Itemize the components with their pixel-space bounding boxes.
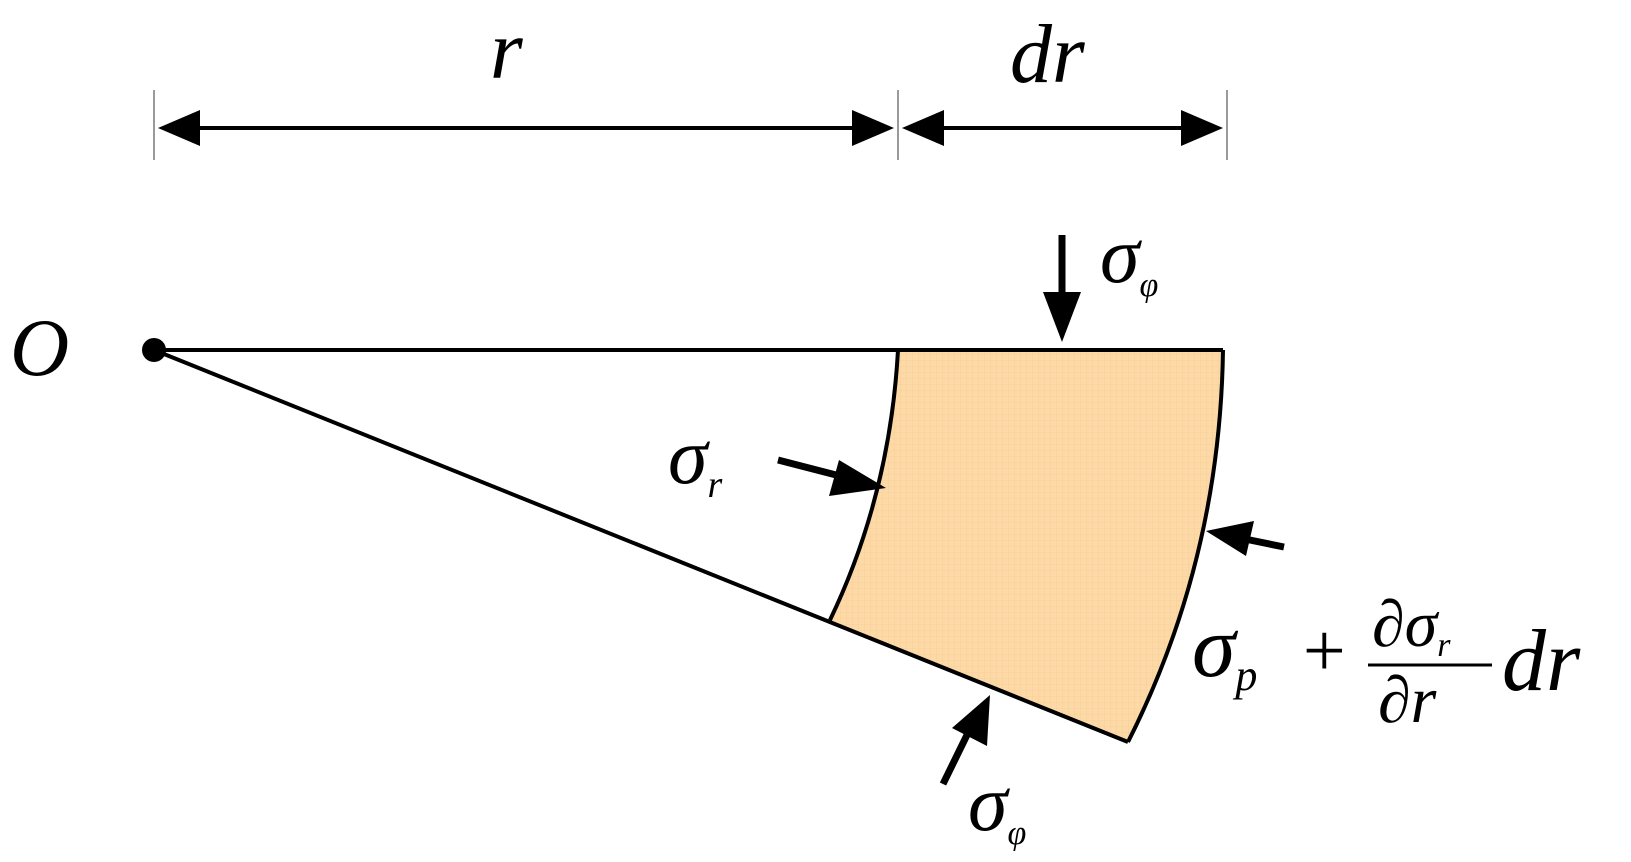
dr-dimension-label: dr	[1010, 8, 1085, 101]
bottom-radial-edge	[153, 348, 1129, 744]
sigma-r-arrow-shaft	[777, 456, 841, 480]
fraction-numerator: ∂σr	[1372, 588, 1451, 664]
fraction-denominator: ∂r	[1378, 664, 1437, 737]
subscript-p: p	[1232, 651, 1257, 700]
sigma-symbol: σ	[1192, 599, 1239, 696]
sigma-symbol: σ	[1405, 588, 1440, 661]
sigma-phi-bottom-arrow-shaft	[939, 733, 971, 786]
outer-expr-sigma-p: σp	[1192, 599, 1257, 700]
d-letter: d	[1502, 613, 1547, 710]
origin-point	[142, 338, 166, 362]
partial-symbol: ∂	[1372, 588, 1405, 661]
sigma-phi-bottom-label: σφ	[968, 760, 1026, 852]
outer-expr-plus: +	[1298, 609, 1349, 693]
origin-label: O	[10, 302, 69, 393]
subscript-r: r	[1437, 627, 1451, 664]
r-dim-arrowhead-left	[158, 110, 200, 146]
r-dimension-label: r	[490, 4, 523, 97]
r-dim-arrowhead-right	[852, 110, 894, 146]
outer-arc	[1126, 349, 1225, 743]
sigma-symbol: σ	[1100, 212, 1142, 300]
dr-dim-arrowhead-left	[902, 110, 944, 146]
sigma-phi-bottom-arrowhead	[952, 695, 990, 746]
outer-expr-dr: dr	[1502, 613, 1581, 710]
dr-dim-arrowhead-right	[1181, 110, 1223, 146]
sigma-symbol: σ	[668, 413, 710, 501]
partial-symbol: ∂	[1378, 664, 1411, 737]
sigma-r-arrowhead	[829, 460, 886, 496]
r-variable: r	[1546, 613, 1581, 710]
sigma-symbol: σ	[968, 760, 1010, 848]
element-body	[830, 350, 1223, 742]
r-variable: r	[1411, 664, 1437, 737]
sigma-phi-top-label: σφ	[1100, 212, 1158, 304]
subscript-r: r	[707, 464, 722, 506]
sigma-r-label: σr	[668, 413, 722, 506]
sigma-outer-arrowhead	[1206, 521, 1254, 556]
sigma-phi-top-arrowhead	[1043, 292, 1081, 342]
inner-arc	[828, 349, 900, 621]
subscript-phi: φ	[1139, 267, 1158, 304]
subscript-phi: φ	[1007, 815, 1026, 852]
